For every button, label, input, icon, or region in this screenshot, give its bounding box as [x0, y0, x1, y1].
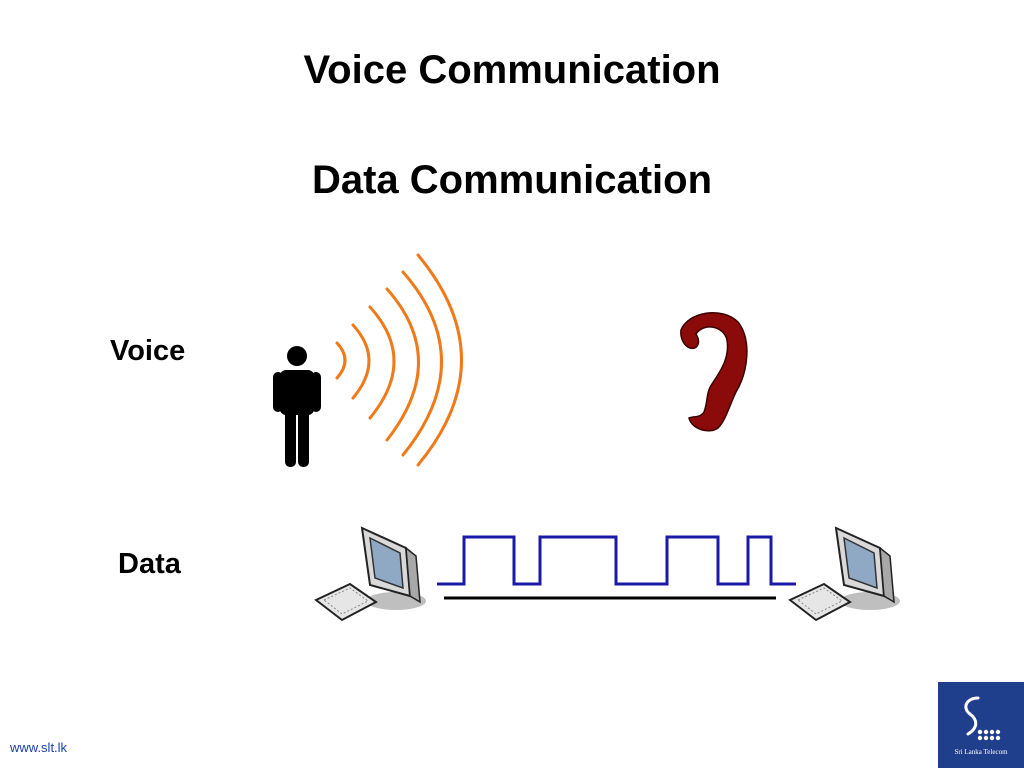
person-icon: [273, 346, 321, 467]
digital-signal-waveform: [437, 535, 796, 586]
logo-caption: Sri Lanka Telecom: [954, 748, 1008, 756]
slide-title-voice: Voice Communication: [303, 48, 721, 92]
sound-waves-icon: [335, 253, 463, 467]
company-logo: Sri Lanka Telecom: [938, 682, 1024, 768]
footer-url-link[interactable]: www.slt.lk: [10, 740, 68, 755]
slide-title-data: Data Communication: [311, 158, 713, 202]
receiver-computer-icon: [788, 526, 900, 622]
voice-row-label: Voice: [110, 335, 186, 367]
sender-computer-icon: [314, 526, 426, 622]
logo-mark-icon: [964, 696, 1001, 741]
ear-icon: [680, 312, 748, 432]
data-row-label: Data: [118, 548, 181, 580]
